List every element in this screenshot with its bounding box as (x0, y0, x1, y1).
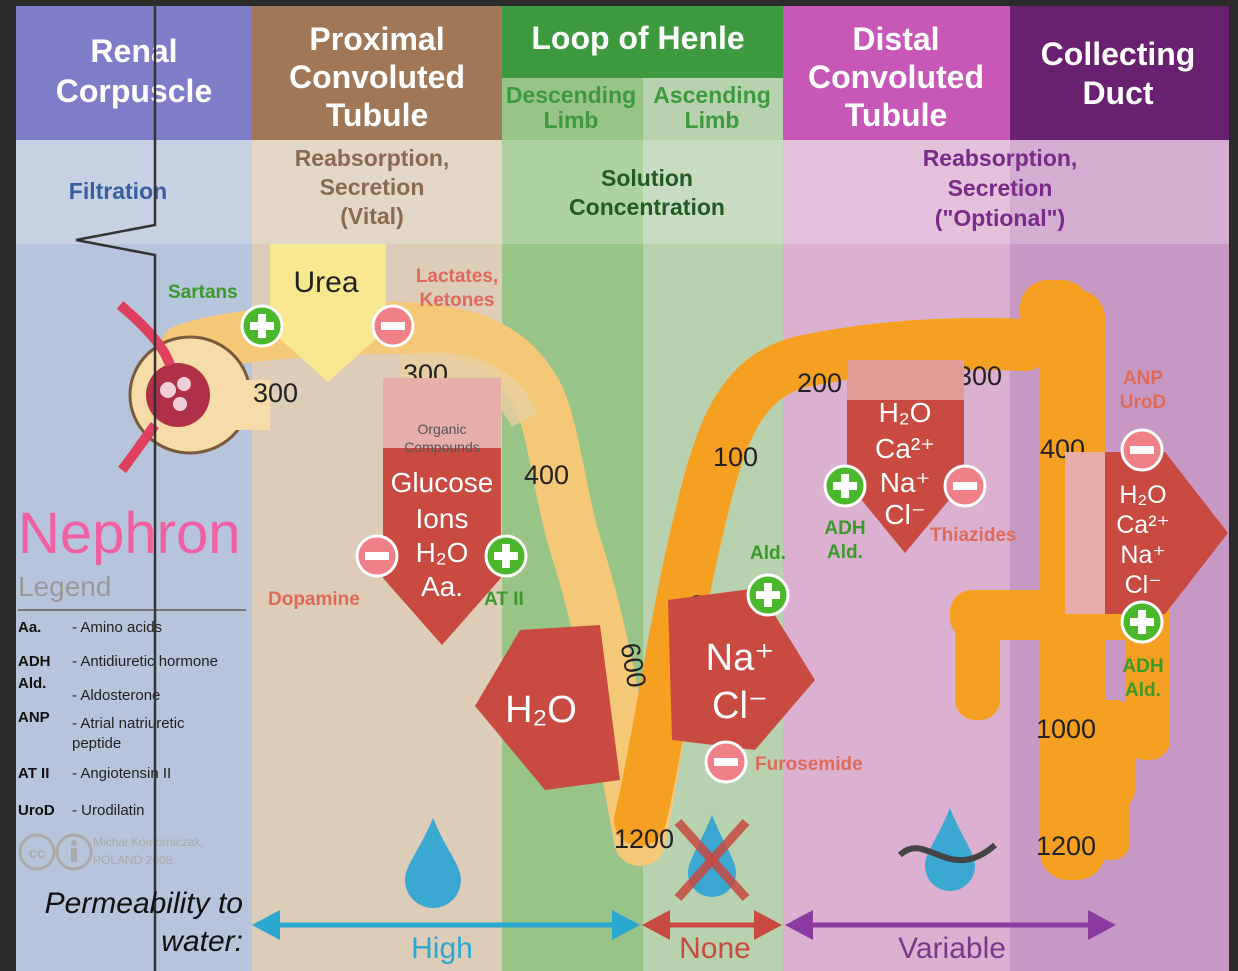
dct-bg (783, 140, 1010, 971)
minus-icon (355, 534, 399, 578)
svg-text:Na⁺Cl⁻: Na⁺Cl⁻ (706, 637, 775, 727)
label-ald-loop: Ald. (750, 543, 786, 564)
svg-text:- Aldosterone: - Aldosterone (72, 687, 160, 704)
permeability-high-arrow (252, 910, 640, 940)
svg-text:- Urodilatin: - Urodilatin (72, 802, 145, 819)
minus-icon (371, 304, 415, 348)
plus-icon (746, 573, 790, 617)
label-lactates-ketones: Lactates,Ketones (416, 266, 498, 311)
ascending-subheader (643, 78, 783, 140)
function-band (16, 140, 1229, 244)
legend-title: Legend (18, 571, 111, 602)
dct-header (783, 6, 1010, 140)
svg-text:ANP: ANP (18, 709, 50, 726)
descending-subheader (502, 78, 643, 140)
water-drop-variable-icon (897, 808, 997, 891)
svg-text:- Antidiuretic hormone: - Antidiuretic hormone (72, 653, 218, 670)
renal-corpuscle-bg (16, 140, 252, 971)
water-drop-high-icon (405, 818, 461, 908)
svg-text:Aa.: Aa. (18, 619, 41, 636)
plus-icon (484, 534, 528, 578)
nephron-tubule (159, 301, 1051, 866)
collecting-duct-header (1010, 6, 1229, 140)
pct-header (252, 6, 502, 140)
svg-text:- Amino acids: - Amino acids (72, 619, 162, 636)
osm-100-asc: 100 (713, 442, 758, 472)
renal-corpuscle-header (16, 6, 252, 140)
cc-license-icon: cc (18, 833, 93, 871)
svg-text:H₂O: H₂O (505, 689, 577, 731)
permeability-variable-arrow (785, 910, 1116, 940)
function-distal: Reabsorption,Secretion("Optional") (923, 145, 1078, 231)
label-dopamine: Dopamine (268, 589, 360, 610)
permeability-high: High (411, 932, 473, 965)
permeability-none: None (679, 932, 751, 965)
header-loop-of-henle: Loop of Henle (531, 20, 744, 56)
label-at-ii: AT II (484, 589, 524, 610)
plus-icon (823, 464, 867, 508)
svg-text:Ald.: Ald. (18, 675, 46, 692)
plus-icon (240, 304, 284, 348)
function-pct: Reabsorption,Secretion(Vital) (295, 145, 450, 229)
osm-300-capsule: 300 (253, 378, 298, 408)
osm-300-dct: 300 (957, 361, 1002, 391)
label-sartans: Sartans (168, 282, 238, 303)
permeability-none-arrow (642, 910, 782, 940)
osm-1200-bottom: 1200 (614, 824, 674, 854)
svg-text:Urea: Urea (293, 266, 358, 299)
minus-icon (943, 464, 987, 508)
svg-text:- Angiotensin II: - Angiotensin II (72, 765, 171, 782)
water-drop-none-icon (674, 815, 750, 902)
svg-text:ADH: ADH (18, 653, 51, 670)
water-reabsorption-arrow: H₂O (475, 625, 620, 790)
label-thiazides: Thiazides (930, 525, 1017, 546)
permeability-variable: Variable (898, 932, 1006, 965)
svg-text:cc: cc (29, 845, 46, 862)
svg-text:UroD: UroD (18, 802, 55, 819)
function-filtration: Filtration (69, 178, 167, 204)
osm-1000-cd: 1000 (1036, 714, 1096, 744)
nephron-title: Nephron (18, 501, 240, 566)
minus-icon (1120, 428, 1164, 472)
plus-icon (1120, 600, 1164, 644)
glomerulus (116, 301, 270, 474)
marker-line (75, 0, 157, 971)
nacl-reabsorption-arrow: Na⁺Cl⁻ (668, 588, 815, 750)
urea-arrow: Urea (270, 244, 386, 382)
collecting-duct-tube (950, 280, 1170, 880)
minus-icon (704, 740, 748, 784)
osm-200-dct: 200 (797, 368, 842, 398)
label-furosemide: Furosemide (755, 754, 863, 775)
legend-list: Aa. - Amino acids ADH - Antidiuretic hormo… (18, 619, 218, 819)
osm-400-desc: 400 (524, 460, 569, 490)
loop-header (502, 6, 783, 78)
svg-text:AT II: AT II (18, 765, 49, 782)
osm-1200-cd: 1200 (1036, 831, 1096, 861)
